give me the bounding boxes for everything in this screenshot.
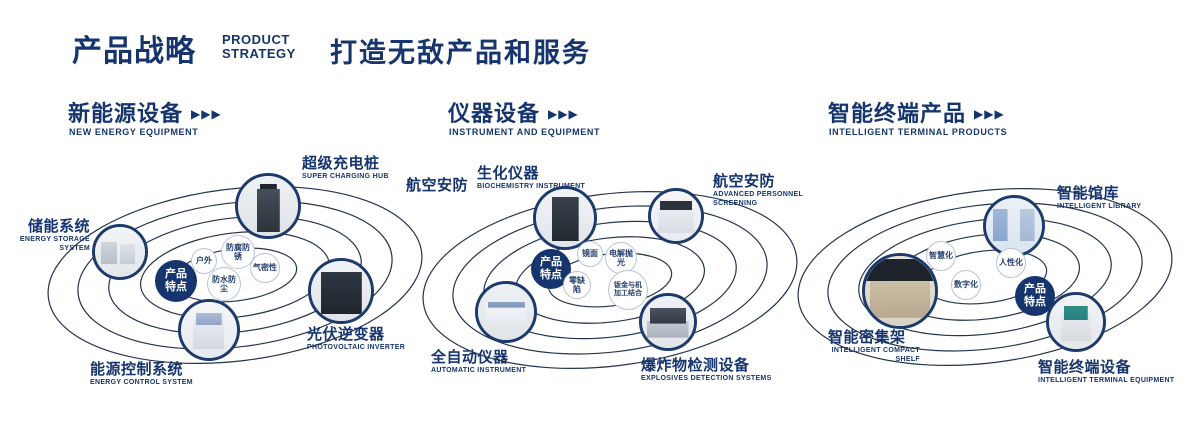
screening-photo [651,191,701,241]
node-personnel-screening [648,188,704,244]
instrument-center-badge: 产品特点 [531,249,571,289]
biochemistry-title: 生化仪器 [477,165,540,182]
section-header-energy: 新能源设备 ▶▶▶ [68,96,222,128]
terminal-center-badge: 产品特点 [1015,276,1055,316]
compact-shelf-subtitle: INTELLIGENT COMPACT SHELF [831,347,920,363]
energy-feature-anticorrosion: 防腐防锈 [221,235,255,269]
charging-hub-subtitle: SUPER CHARGING HUB [302,173,389,180]
charging-hub-photo [238,176,298,236]
explosives-detection-subtitle: EXPLOSIVES DETECTION SYSTEMS [641,375,772,382]
page-title-en-line1: PRODUCT [222,32,290,47]
charging-hub-title: 超级充电桩 [302,155,380,172]
node-energy-control [178,299,240,361]
label-energy-control: 能源控制系统 ENERGY CONTROL SYSTEM [90,361,193,388]
node-biochemistry-instrument [533,186,597,250]
library-subtitle: INTELLIGENT LIBRARY [1057,203,1142,210]
library-title: 智能馆库 [1057,185,1120,202]
section-title-terminal: 智能终端产品 [828,101,967,126]
terminal-feature-humanized: 人性化 [996,248,1026,278]
screening-title: 航空安防 [713,173,776,190]
label-terminal-equipment: 智能终端设备 INTELLIGENT TERMINAL EQUIPMENT [1038,359,1188,386]
triple-arrow-icon: ▶▶▶ [974,106,1005,121]
section-title-energy: 新能源设备 [68,101,184,126]
node-photovoltaic-inverter [308,258,374,324]
energy-control-photo [181,302,237,358]
node-terminal-equipment [1046,292,1106,352]
biochemistry-subtitle: BIOCHEMISTRY INSTRUMENT [477,183,586,190]
tagline: 打造无敌产品和服务 [330,38,591,68]
node-intelligent-library [983,195,1045,257]
terminal-feature-smart: 智慧化 [926,241,956,271]
instrument-feature-mirror: 镜面 [577,241,603,267]
section-title-instrument: 仪器设备 [448,101,541,126]
automatic-instrument-photo [478,284,534,340]
node-explosives-detection [639,293,697,351]
automatic-instrument-subtitle: AUTOMATIC INSTRUMENT [431,367,527,374]
section-header-instrument: 仪器设备 ▶▶▶ [448,96,579,128]
label-inverter: 光伏逆变器 PHOTOVOLTAIC INVERTER [307,326,405,353]
terminal-equipment-title: 智能终端设备 [1038,359,1132,376]
inverter-subtitle: PHOTOVOLTAIC INVERTER [307,344,406,351]
compact-shelf-title: 智能密集架 [828,329,906,346]
label-intelligent-library: 智能馆库 INTELLIGENT LIBRARY [1057,185,1141,212]
label-biochemistry: 生化仪器 BIOCHEMISTRY INSTRUMENT [477,165,607,192]
energy-center-badge: 产品特点 [155,260,197,302]
label-automatic-instrument: 全自动仪器 AUTOMATIC INSTRUMENT [431,349,526,376]
inverter-photo [311,261,371,321]
page-title-en-line2: STRATEGY [222,46,296,61]
instrument-feature-zero-defect: 零缺陷 [563,271,591,299]
node-compact-shelf [862,253,938,329]
label-energy-storage: 储能系统 ENERGY STORAGE SYSTEM [4,218,90,253]
aviation-security-title: 航空安防 [406,177,469,194]
section-subtitle-terminal: INTELLIGENT TERMINAL PRODUCTS [829,127,1008,137]
terminal-equipment-photo [1049,295,1103,349]
screening-subtitle: ADVANCED PERSONNEL SCREENING [713,191,803,207]
node-super-charging-hub [235,173,301,239]
library-photo [986,198,1042,254]
instrument-feature-electropolish: 电解抛光 [605,242,637,274]
energy-feature-airtight: 气密性 [250,253,280,283]
energy-control-subtitle: ENERGY CONTROL SYSTEM [90,379,193,386]
label-personnel-screening: 航空安防 ADVANCED PERSONNEL SCREENING [713,173,809,208]
energy-storage-photo [95,227,145,277]
triple-arrow-icon: ▶▶▶ [548,106,579,121]
instrument-feature-sheetmetal-machining: 钣金与机加工结合 [608,270,648,310]
energy-control-title: 能源控制系统 [90,361,184,378]
section-subtitle-energy: NEW ENERGY EQUIPMENT [69,127,199,137]
node-energy-storage [92,224,148,280]
energy-feature-waterproof: 防水防尘 [207,267,241,301]
section-header-terminal: 智能终端产品 ▶▶▶ [828,96,1005,128]
label-aviation-security: 航空安防 [406,177,468,194]
orbit-rings-instrument [422,191,798,369]
node-automatic-instrument [475,281,537,343]
section-subtitle-instrument: INSTRUMENT AND EQUIPMENT [449,127,601,137]
explosives-detection-title: 爆炸物检测设备 [641,357,750,374]
triple-arrow-icon: ▶▶▶ [191,106,222,121]
terminal-feature-digital: 数字化 [951,270,981,300]
label-explosives-detection: 爆炸物检测设备 EXPLOSIVES DETECTION SYSTEMS [641,357,772,384]
page-title-en: PRODUCT STRATEGY [222,33,296,61]
terminal-equipment-subtitle: INTELLIGENT TERMINAL EQUIPMENT [1038,377,1175,384]
label-compact-shelf: 智能密集架 INTELLIGENT COMPACT SHELF [828,329,920,364]
explosives-detection-photo [642,296,694,348]
biochemistry-photo [536,189,594,247]
compact-shelf-photo [865,256,935,326]
page-title: 产品战略 [72,35,196,68]
energy-storage-subtitle: ENERGY STORAGE SYSTEM [19,236,90,252]
automatic-instrument-title: 全自动仪器 [431,349,509,366]
inverter-title: 光伏逆变器 [307,326,385,343]
label-charging-hub: 超级充电桩 SUPER CHARGING HUB [302,155,389,182]
energy-storage-title: 储能系统 [27,218,90,235]
orbit-rings-energy [47,186,423,364]
